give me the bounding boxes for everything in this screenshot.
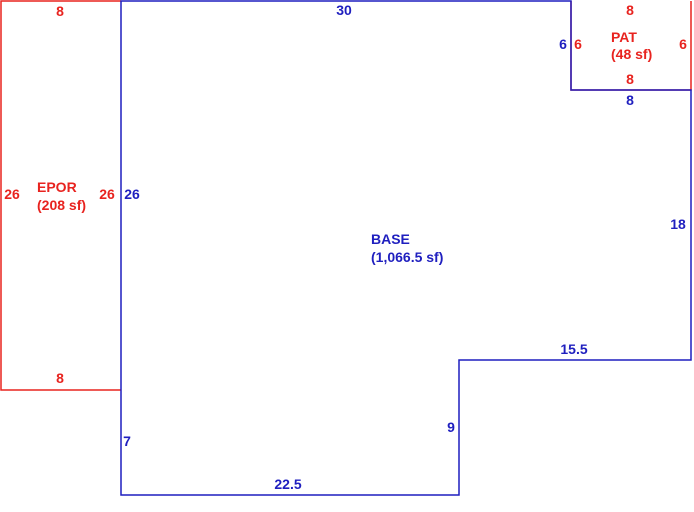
epor-outline xyxy=(0,0,121,391)
epor-right-dim: 26 xyxy=(99,186,115,202)
base-right-dim: 18 xyxy=(670,216,686,232)
epor-name: EPOR xyxy=(37,179,77,195)
pat-name: PAT xyxy=(611,29,637,45)
pat-left-dim: 6 xyxy=(574,36,582,52)
base-area: (1,066.5 sf) xyxy=(371,249,443,265)
base-outline xyxy=(120,0,692,496)
base-notch-top-dim: 8 xyxy=(626,92,634,108)
epor-top-dim: 8 xyxy=(56,3,64,19)
pat-top-dim: 8 xyxy=(626,2,634,18)
base-left-upper-dim: 26 xyxy=(124,186,140,202)
epor-area: (208 sf) xyxy=(37,197,86,213)
epor-bottom-dim: 8 xyxy=(56,370,64,386)
base-notch-left-dim: 6 xyxy=(559,36,567,52)
epor-left-dim: 26 xyxy=(4,186,20,202)
base-bottom-dim: 22.5 xyxy=(274,476,301,492)
base-step-horizontal-dim: 15.5 xyxy=(560,341,587,357)
base-top-dim: 30 xyxy=(336,2,352,18)
base-left-lower-dim: 7 xyxy=(123,433,131,449)
pat-area: (48 sf) xyxy=(611,46,652,62)
base-name: BASE xyxy=(371,231,410,247)
base-step-vertical-dim: 9 xyxy=(447,419,455,435)
pat-bottom-dim: 8 xyxy=(626,71,634,87)
pat-right-dim: 6 xyxy=(679,36,687,52)
